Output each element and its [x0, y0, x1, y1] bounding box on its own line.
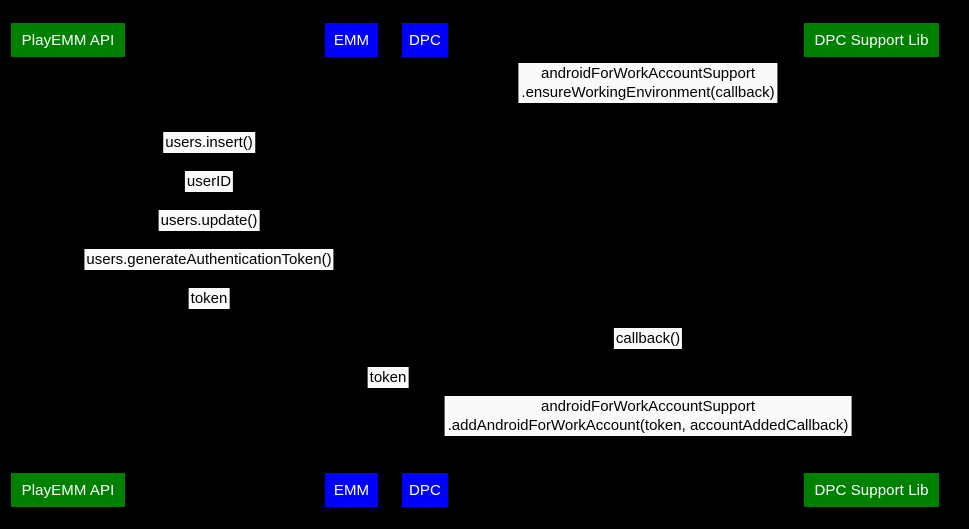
message-line: .ensureWorkingEnvironment(callback) [521, 84, 775, 101]
message-arrow-m7 [425, 349, 871, 350]
message-arrow-m8 [351, 388, 425, 389]
message-label-m8: token [367, 367, 409, 388]
participant-top-emm[interactable]: EMM [325, 23, 378, 57]
message-line: token [190, 290, 228, 307]
message-label-m1: androidForWorkAccountSupport .ensureWorki… [518, 63, 778, 103]
message-label-m7: callback() [613, 328, 683, 349]
participant-label: DPC Support Lib [814, 31, 929, 49]
lifeline-emm [351, 57, 352, 473]
message-line: callback() [615, 330, 681, 347]
message-arrow-m2 [68, 153, 351, 154]
participant-bottom-dpc[interactable]: DPC [402, 473, 448, 507]
message-label-m9: androidForWorkAccountSupport .addAndroidF… [444, 396, 852, 436]
message-arrow-m1 [425, 103, 871, 104]
message-line: .addAndroidForWorkAccount(token, account… [447, 417, 849, 434]
message-label-m2: users.insert() [163, 132, 255, 153]
message-line: token [369, 369, 407, 386]
message-label-m5: users.generateAuthenticationToken() [84, 249, 334, 270]
message-line: users.generateAuthenticationToken() [86, 251, 332, 268]
message-arrow-m5 [68, 270, 351, 271]
participant-label: EMM [333, 481, 370, 499]
participant-label: PlayEMM API [21, 31, 115, 49]
message-line: users.update() [160, 212, 258, 229]
participant-label: DPC [409, 481, 441, 499]
message-arrow-m6 [68, 309, 351, 310]
message-arrow-m4 [68, 231, 351, 232]
message-label-m3: userID [184, 171, 234, 192]
message-label-m6: token [188, 288, 230, 309]
lifeline-dpc [425, 57, 426, 473]
message-line: androidForWorkAccountSupport [540, 65, 755, 82]
message-line: userID [186, 173, 232, 190]
message-label-m4: users.update() [158, 210, 260, 231]
message-line: users.insert() [165, 134, 253, 151]
participant-bottom-emm[interactable]: EMM [325, 473, 378, 507]
message-arrow-m3 [68, 192, 351, 193]
participant-label: DPC Support Lib [814, 481, 929, 499]
participant-bottom-playemm[interactable]: PlayEMM API [11, 473, 125, 507]
participant-bottom-supportlib[interactable]: DPC Support Lib [804, 473, 939, 507]
lifeline-playemm [68, 57, 69, 473]
message-line: androidForWorkAccountSupport [541, 398, 755, 415]
participant-top-supportlib[interactable]: DPC Support Lib [804, 23, 939, 57]
lifeline-supportlib [871, 57, 872, 473]
participant-top-dpc[interactable]: DPC [402, 23, 448, 57]
participant-label: DPC [409, 31, 441, 49]
participant-label: EMM [333, 31, 370, 49]
message-arrow-m9 [425, 436, 871, 437]
participant-label: PlayEMM API [21, 481, 115, 499]
participant-top-playemm[interactable]: PlayEMM API [11, 23, 125, 57]
